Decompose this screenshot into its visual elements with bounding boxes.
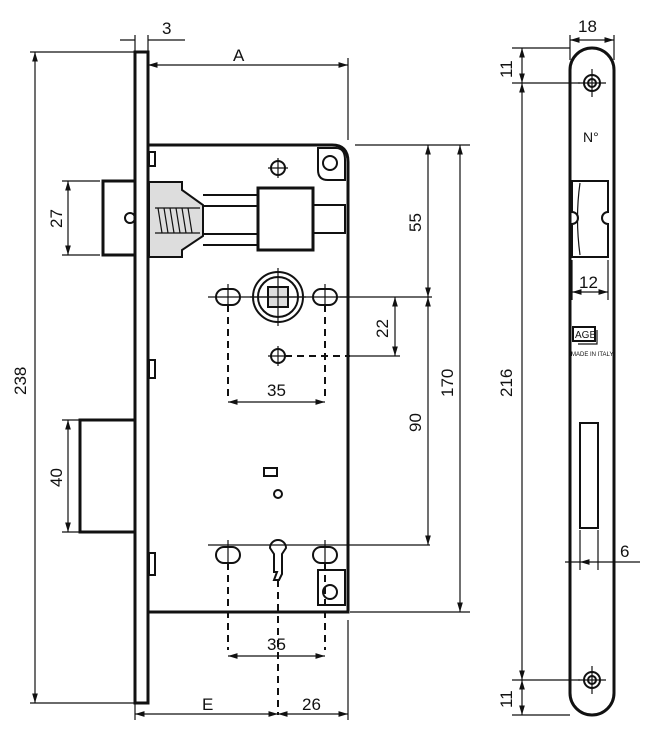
dim-90: 90 xyxy=(406,413,425,432)
dim-6: 6 xyxy=(620,542,629,561)
dim-238: 238 xyxy=(11,367,30,395)
dim-12: 12 xyxy=(579,273,598,292)
strike-plate: N° AGB MADE IN ITALY 12 xyxy=(568,46,616,717)
faceplate xyxy=(133,50,150,705)
strike-dimensions: 18 11 216 11 6 xyxy=(497,17,640,716)
dim-A: A xyxy=(233,46,245,65)
dim-26: 26 xyxy=(302,695,321,714)
dim-170: 170 xyxy=(438,369,457,397)
faceplate-screws xyxy=(148,151,156,576)
dim-216: 216 xyxy=(497,369,516,397)
dimension-lines xyxy=(30,35,470,720)
made-in-italy: MADE IN ITALY xyxy=(571,352,613,358)
dim-35-upper: 35 xyxy=(267,381,286,400)
dim-11-top: 11 xyxy=(497,60,516,78)
dim-40: 40 xyxy=(47,468,66,487)
dim-18: 18 xyxy=(578,17,597,36)
brand-logo: AGB xyxy=(575,330,596,341)
lock-body xyxy=(146,143,350,614)
dim-55: 55 xyxy=(406,213,425,232)
dim-11-bottom: 11 xyxy=(497,690,516,708)
dim-E: E xyxy=(202,695,213,714)
deadbolt xyxy=(78,418,137,534)
number-mark: N° xyxy=(583,129,599,145)
screw-holes xyxy=(208,158,430,715)
dim-22: 22 xyxy=(373,319,392,338)
dim-3: 3 xyxy=(162,19,171,38)
dim-35-lower: 35 xyxy=(267,635,286,654)
dim-27: 27 xyxy=(47,209,66,228)
dimension-labels: 238 27 40 3 A 55 170 22 90 35 35 E 26 xyxy=(11,19,457,714)
latch-bolt xyxy=(101,179,346,258)
